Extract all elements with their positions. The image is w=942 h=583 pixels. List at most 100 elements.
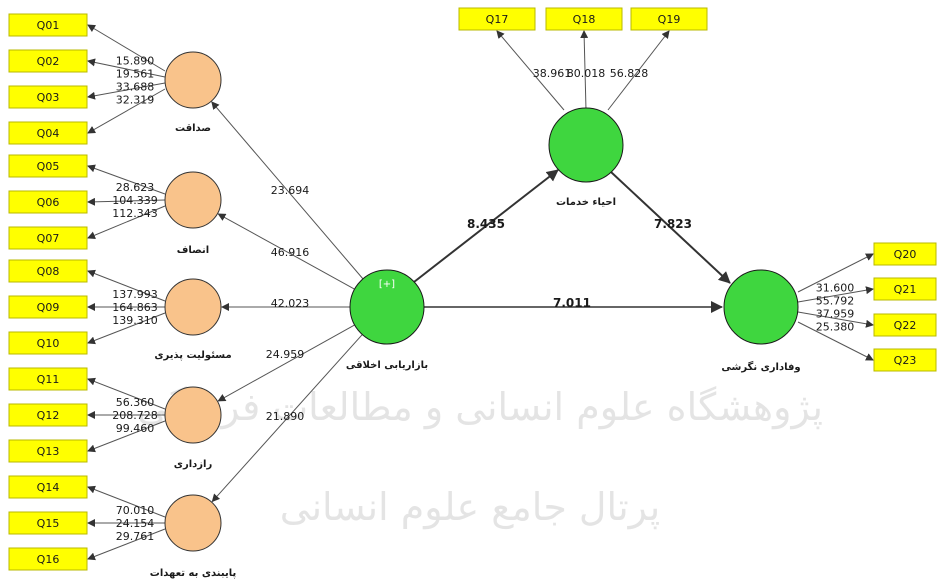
indicator-razdari-1[interactable]: Q11: [8, 367, 88, 391]
indicator-razdari-3-label: Q13: [37, 445, 60, 458]
weight-masuliat-1: 137.993: [112, 288, 158, 301]
construct-razdari[interactable]: رازداری: [164, 386, 222, 470]
indicator-masuliat-1[interactable]: Q08: [8, 259, 88, 283]
indicator-arrow: [87, 88, 166, 134]
latent-bazaryabi-label: بازاریابی اخلاقی: [346, 360, 428, 371]
indicator-sedaghat-1-box[interactable]: [8, 13, 88, 37]
latent-vafadari-circle[interactable]: [723, 269, 799, 345]
indicator-masuliat-3-box[interactable]: [8, 331, 88, 355]
indicator-sedaghat-4-label: Q04: [37, 127, 60, 140]
indicator-arrow: [87, 528, 166, 561]
weight-ehya-1: 38.961: [533, 67, 572, 80]
indicator-vafadari-2-box[interactable]: [873, 277, 937, 301]
indicator-ehya-3-box[interactable]: [630, 7, 708, 31]
indicator-ensaf-2[interactable]: Q06: [8, 190, 88, 214]
weight-razdari-1: 56.360: [116, 396, 155, 409]
indicator-vafadari-3-box[interactable]: [873, 313, 937, 337]
indicator-arrow: [797, 253, 874, 293]
weight-sedaghat-3: 33.688: [116, 81, 155, 94]
indicator-vafadari-4[interactable]: Q23: [873, 348, 937, 372]
indicator-razdari-2[interactable]: Q12: [8, 403, 88, 427]
indicator-ensaf-3-label: Q07: [37, 232, 60, 245]
construct-ensaf[interactable]: انصاف: [164, 171, 222, 256]
indicator-razdari-1-label: Q11: [37, 373, 60, 386]
indicator-masuliat-3[interactable]: Q10: [8, 331, 88, 355]
construct-payband[interactable]: پایبندی به تعهدات: [150, 494, 237, 579]
latent-vafadari-label: وفاداری نگرشی: [721, 360, 800, 373]
weight-payband-3: 29.761: [116, 530, 155, 543]
indicator-ensaf-1-box[interactable]: [8, 154, 88, 178]
indicator-ensaf-3[interactable]: Q07: [8, 226, 88, 250]
indicator-payband-1[interactable]: Q14: [8, 475, 88, 499]
indicator-ensaf-2-label: Q06: [37, 196, 60, 209]
construct-masuliat[interactable]: مسئولیت پذیری: [154, 278, 232, 361]
indicator-arrow: [87, 312, 166, 345]
indicator-vafadari-3-label: Q22: [894, 319, 917, 332]
indicator-arrow: [87, 82, 166, 100]
indicator-payband-3-box[interactable]: [8, 547, 88, 571]
indicator-sedaghat-2[interactable]: Q02: [8, 49, 88, 73]
latent-ehya[interactable]: احیاء خدمات: [548, 107, 624, 208]
indicator-sedaghat-3-box[interactable]: [8, 85, 88, 109]
indicator-ensaf-1[interactable]: Q05: [8, 154, 88, 178]
indicator-arrow: [580, 30, 589, 111]
indicator-masuliat-1-box[interactable]: [8, 259, 88, 283]
indicator-sedaghat-1[interactable]: Q01: [8, 13, 88, 37]
indicator-masuliat-2[interactable]: Q09: [8, 295, 88, 319]
indicator-razdari-1-box[interactable]: [8, 367, 88, 391]
path-sedaghat-label: 23.694: [271, 184, 310, 197]
indicator-sedaghat-4[interactable]: Q04: [8, 121, 88, 145]
weight-ehya-2: 80.018: [567, 67, 606, 80]
indicator-sedaghat-2-label: Q02: [37, 55, 60, 68]
path-payband-label: 21.890: [266, 410, 305, 423]
indicator-ehya-3[interactable]: Q19: [630, 7, 708, 31]
weight-vafadari-3: 37.959: [816, 308, 855, 321]
indicator-ehya-2[interactable]: Q18: [545, 7, 623, 31]
path-razdari-label: 24.959: [266, 348, 305, 361]
path-ensaf-label: 46.916: [271, 246, 310, 259]
indicator-arrow: [87, 24, 166, 72]
indicator-arrow: [87, 197, 166, 206]
indicator-payband-1-box[interactable]: [8, 475, 88, 499]
indicator-masuliat-2-label: Q09: [37, 301, 60, 314]
path-to-sedaghat: [211, 101, 364, 280]
construct-razdari-circle[interactable]: [164, 386, 222, 444]
construct-ensaf-circle[interactable]: [164, 171, 222, 229]
indicator-sedaghat-2-box[interactable]: [8, 49, 88, 73]
indicator-razdari-3-box[interactable]: [8, 439, 88, 463]
indicator-ehya-2-box[interactable]: [545, 7, 623, 31]
construct-sedaghat[interactable]: صداقت: [164, 51, 222, 134]
indicator-vafadari-1[interactable]: Q20: [873, 242, 937, 266]
path-bazaryabi-ehya-label: 8.435: [467, 217, 505, 231]
construct-payband-circle[interactable]: [164, 494, 222, 552]
indicator-sedaghat-3[interactable]: Q03: [8, 85, 88, 109]
weight-payband-2: 24.154: [116, 517, 155, 530]
indicator-sedaghat-4-box[interactable]: [8, 121, 88, 145]
indicator-razdari-2-box[interactable]: [8, 403, 88, 427]
indicator-masuliat-2-box[interactable]: [8, 295, 88, 319]
indicator-payband-2-box[interactable]: [8, 511, 88, 535]
construct-masuliat-circle[interactable]: [164, 278, 222, 336]
indicator-payband-3[interactable]: Q16: [8, 547, 88, 571]
latent-ehya-circle[interactable]: [548, 107, 624, 183]
indicator-ehya-1[interactable]: Q17: [458, 7, 536, 31]
construct-payband-label: پایبندی به تعهدات: [150, 568, 237, 579]
indicator-vafadari-1-box[interactable]: [873, 242, 937, 266]
weight-ensaf-3: 112.343: [112, 207, 158, 220]
indicator-ehya-1-box[interactable]: [458, 7, 536, 31]
latent-bazaryabi[interactable]: [+] بازاریابی اخلاقی: [346, 269, 428, 371]
expand-badge[interactable]: [+]: [379, 279, 395, 290]
watermark: پژوهشگاه علوم انسانی و مطالعات فرهنگی پر…: [137, 385, 823, 530]
weight-sedaghat-2: 19.561: [116, 68, 155, 81]
indicator-vafadari-2[interactable]: Q21: [873, 277, 937, 301]
indicator-ensaf-2-box[interactable]: [8, 190, 88, 214]
latent-vafadari[interactable]: وفاداری نگرشی: [721, 269, 801, 373]
indicator-razdari-3[interactable]: Q13: [8, 439, 88, 463]
indicator-arrow: [607, 30, 670, 111]
latent-bazaryabi-circle[interactable]: [349, 269, 425, 345]
indicator-payband-2[interactable]: Q15: [8, 511, 88, 535]
construct-sedaghat-circle[interactable]: [164, 51, 222, 109]
indicator-vafadari-4-box[interactable]: [873, 348, 937, 372]
indicator-ensaf-3-box[interactable]: [8, 226, 88, 250]
indicator-vafadari-3[interactable]: Q22: [873, 313, 937, 337]
